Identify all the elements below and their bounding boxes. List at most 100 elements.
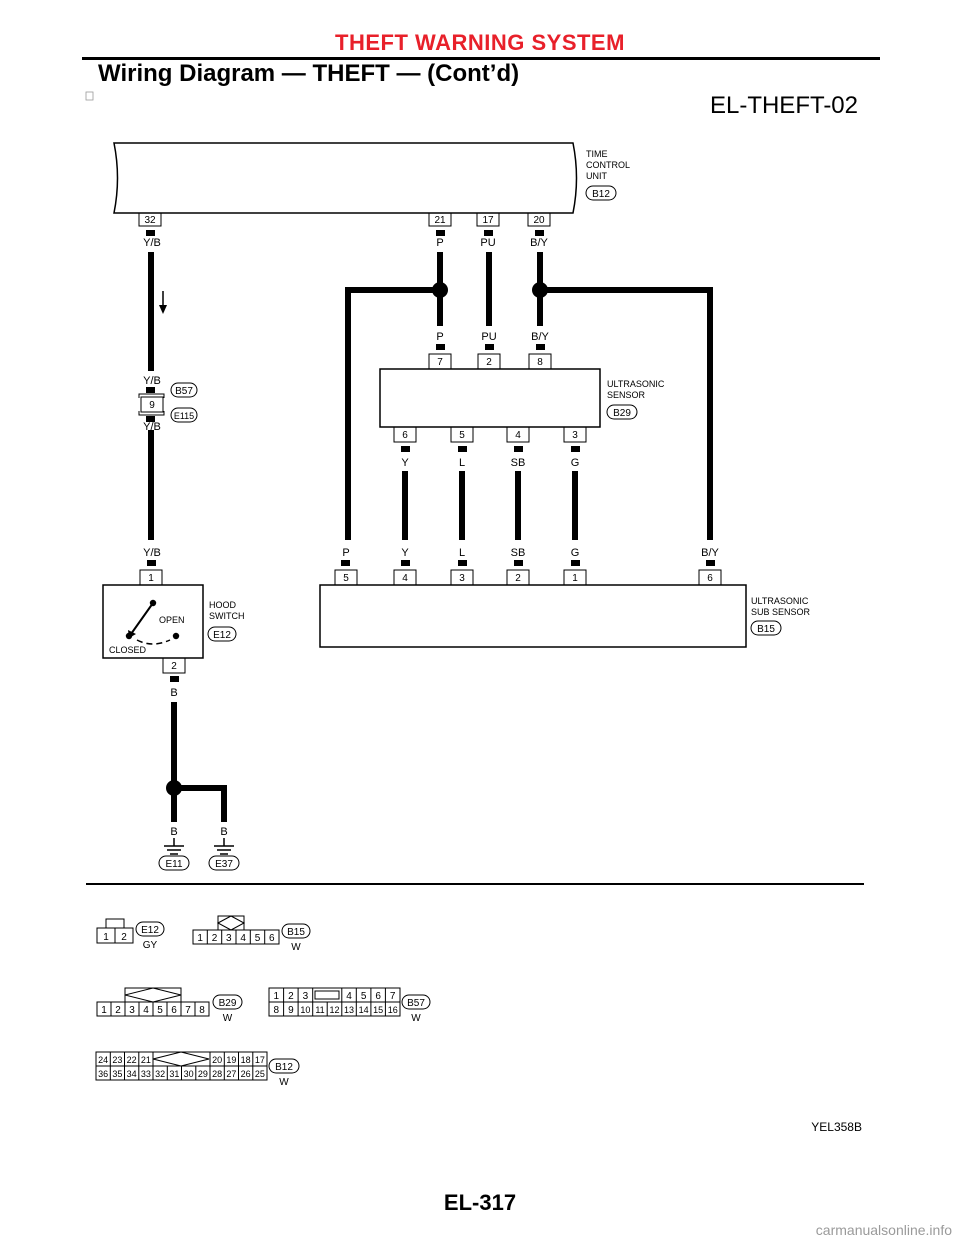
subsensor-pin: 4 bbox=[393, 569, 417, 585]
closed-label: CLOSED bbox=[109, 645, 147, 655]
svg-text:2: 2 bbox=[515, 573, 521, 584]
terminal-block bbox=[458, 446, 467, 452]
connector-view-e12: 1 2 E12 GY bbox=[96, 918, 165, 951]
svg-text:23: 23 bbox=[112, 1055, 122, 1065]
svg-text:8: 8 bbox=[274, 1005, 280, 1016]
tcu-label-line: CONTROL bbox=[586, 160, 630, 170]
wires bbox=[148, 252, 713, 822]
svg-text:34: 34 bbox=[127, 1069, 137, 1079]
wire-color-label: L bbox=[459, 547, 465, 559]
svg-text:6: 6 bbox=[402, 430, 408, 441]
svg-text:B12: B12 bbox=[275, 1062, 293, 1073]
terminal-block bbox=[341, 560, 350, 566]
time-control-unit: TIME CONTROL UNIT B12 bbox=[113, 142, 630, 214]
svg-text:W: W bbox=[279, 1077, 289, 1088]
wire-color-label: B bbox=[170, 826, 177, 838]
svg-text:10: 10 bbox=[300, 1005, 310, 1015]
hood-switch: OPEN CLOSED HOOD SWITCH E12 bbox=[102, 584, 245, 659]
svg-text:1: 1 bbox=[101, 1005, 107, 1016]
wire-color-label: SB bbox=[511, 457, 526, 469]
svg-text:17: 17 bbox=[482, 215, 494, 226]
terminal-block bbox=[571, 560, 580, 566]
ultrasonic-sensor: ULTRASONIC SENSOR B29 bbox=[379, 368, 665, 428]
wire-color-label: P bbox=[436, 331, 443, 343]
sensor-pin: 4 bbox=[506, 427, 530, 443]
tcu-pin: 21 bbox=[428, 213, 452, 227]
svg-text:5: 5 bbox=[459, 430, 465, 441]
ultrasonic-sub-sensor: ULTRASONIC SUB SENSOR B15 bbox=[319, 584, 811, 648]
wire-color-label: PU bbox=[481, 331, 496, 343]
svg-text:4: 4 bbox=[515, 430, 521, 441]
terminal-block bbox=[146, 387, 155, 393]
svg-text:32: 32 bbox=[155, 1069, 165, 1079]
switch-lever bbox=[130, 602, 154, 635]
svg-text:27: 27 bbox=[226, 1069, 236, 1079]
terminal-block bbox=[170, 676, 179, 682]
terminal-block bbox=[571, 446, 580, 452]
terminal-block bbox=[436, 344, 445, 350]
switch-contact bbox=[125, 632, 133, 640]
svg-text:3: 3 bbox=[226, 933, 232, 944]
hood-code-badge bbox=[207, 626, 237, 642]
ground-symbol: E37 bbox=[208, 838, 240, 871]
section-title: THEFT WARNING SYSTEM bbox=[335, 30, 625, 55]
tcu-code-badge bbox=[585, 185, 617, 201]
wire-color-label: B/Y bbox=[701, 547, 719, 559]
svg-text:24: 24 bbox=[98, 1055, 108, 1065]
svg-text:11: 11 bbox=[315, 1005, 324, 1015]
terminal-block bbox=[146, 230, 155, 236]
ground-symbol: E11 bbox=[158, 838, 190, 871]
svg-text:12: 12 bbox=[329, 1005, 339, 1015]
connector-view-b29: 1 2 3 4 5 6 7 8 B29 W bbox=[96, 987, 243, 1024]
svg-text:18: 18 bbox=[241, 1055, 251, 1065]
svg-text:3: 3 bbox=[572, 430, 578, 441]
terminal-block bbox=[514, 560, 523, 566]
svg-text:22: 22 bbox=[127, 1055, 137, 1065]
wire-color-label: B bbox=[220, 826, 227, 838]
wire-color-label: SB bbox=[511, 547, 526, 559]
sensor-pin: 2 bbox=[477, 353, 501, 369]
wire-by-to-subsensor bbox=[540, 287, 713, 540]
hood-pin: 1 bbox=[139, 569, 163, 585]
terminal-block bbox=[401, 446, 410, 452]
joint-connector-bottom-code: E115 bbox=[174, 411, 194, 421]
svg-text:35: 35 bbox=[112, 1069, 122, 1079]
wire-color-label: Y bbox=[401, 457, 409, 469]
terminal-block bbox=[401, 560, 410, 566]
svg-text:E12: E12 bbox=[141, 925, 159, 936]
wire-color-label: B/Y bbox=[531, 331, 549, 343]
svg-text:6: 6 bbox=[269, 933, 275, 944]
svg-text:4: 4 bbox=[143, 1005, 149, 1016]
svg-text:9: 9 bbox=[149, 400, 155, 411]
svg-text:6: 6 bbox=[707, 573, 713, 584]
svg-text:1: 1 bbox=[148, 573, 154, 584]
svg-text:2: 2 bbox=[486, 357, 492, 368]
tcu-label-line: UNIT bbox=[586, 171, 607, 181]
ground-code: E37 bbox=[215, 859, 233, 870]
svg-text:2: 2 bbox=[115, 1005, 121, 1016]
connector-view-b12: 24 23 22 21 20 19 18 17 36 35 34 33 32 3… bbox=[95, 1051, 300, 1088]
subsensor-pin: 5 bbox=[334, 569, 358, 585]
svg-text:21: 21 bbox=[434, 215, 446, 226]
ground-code: E11 bbox=[165, 859, 182, 870]
wire-color-label: Y/B bbox=[143, 547, 161, 559]
diagram-id: EL-THEFT-02 bbox=[709, 92, 858, 119]
tcu-pin: 20 bbox=[527, 213, 551, 227]
svg-text:2: 2 bbox=[121, 932, 127, 943]
hood-label-line: SWITCH bbox=[209, 611, 245, 621]
subsensor-pin: 3 bbox=[450, 569, 474, 585]
wire-color-label: Y/B bbox=[143, 421, 161, 433]
sensor-pin: 3 bbox=[563, 427, 587, 443]
svg-text:21: 21 bbox=[141, 1055, 151, 1065]
splice-dot bbox=[432, 282, 448, 298]
hood-code: E12 bbox=[213, 630, 231, 641]
terminal-block bbox=[458, 560, 467, 566]
sensor-label-line: SENSOR bbox=[607, 390, 646, 400]
svg-text:20: 20 bbox=[212, 1055, 222, 1065]
svg-text:29: 29 bbox=[198, 1069, 208, 1079]
joint-connector-top-code: B57 bbox=[175, 386, 193, 397]
wire-color-label: Y/B bbox=[143, 237, 161, 249]
wire-color-label: B bbox=[170, 687, 177, 699]
corner-mark bbox=[85, 91, 94, 101]
svg-text:5: 5 bbox=[157, 1005, 163, 1016]
